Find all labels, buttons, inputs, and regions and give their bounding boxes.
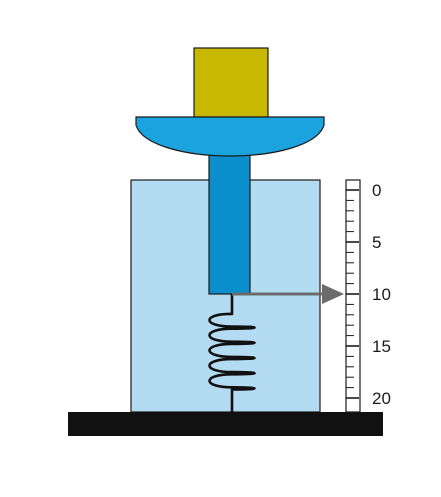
scale-label: 0 [372,181,381,200]
scale-label: 20 [372,389,391,408]
scale-labels: 0 5 10 15 20 [372,181,391,408]
pan [135,116,325,157]
scale-label: 10 [372,285,391,304]
scale-ruler [345,179,361,413]
weight-block [193,47,269,118]
scale-label: 5 [372,233,381,252]
scale-ticks [346,189,359,399]
pointer-arrow [232,284,344,304]
base-platform [68,412,383,436]
scale-label: 15 [372,337,391,356]
plunger-rod [208,154,251,295]
spring [208,292,256,414]
